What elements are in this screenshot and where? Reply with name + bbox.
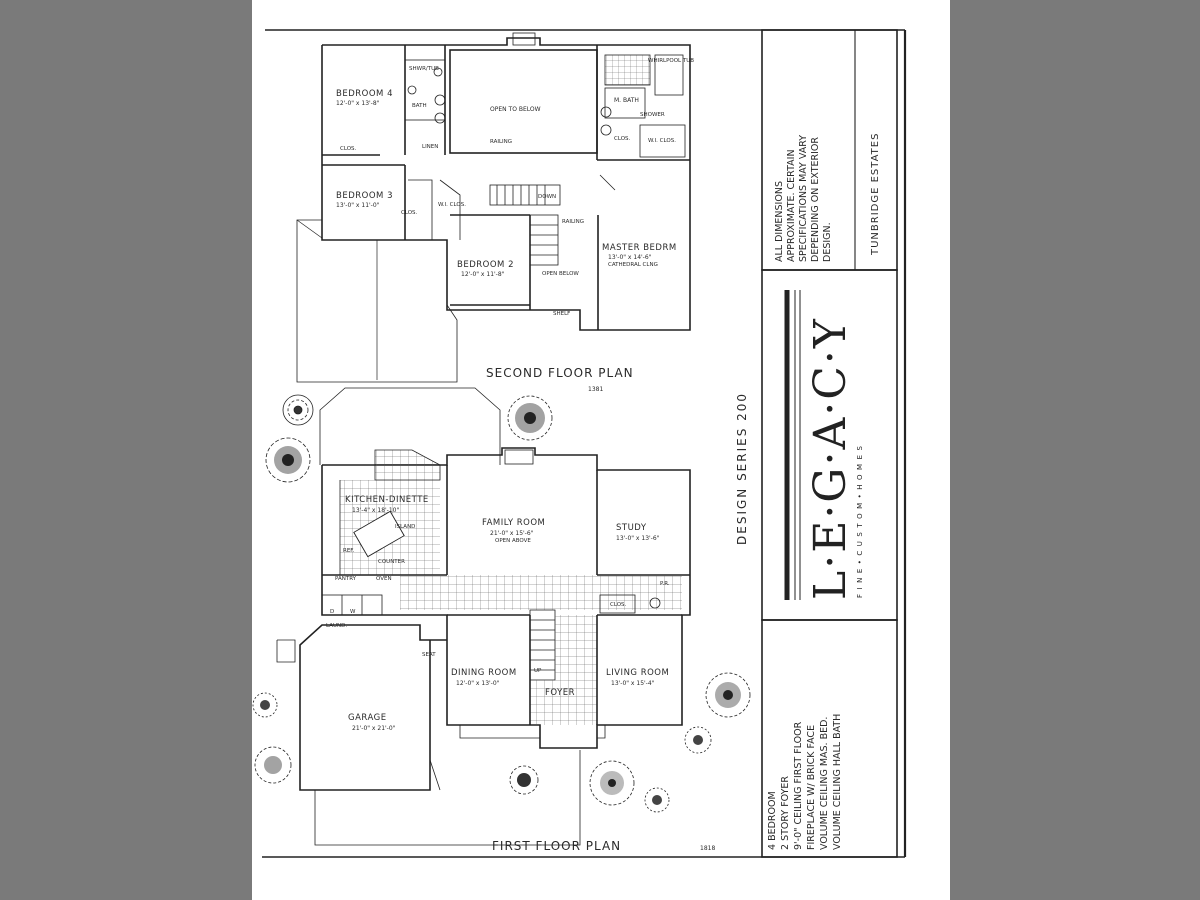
- dryer-label: D: [330, 609, 334, 615]
- tree-2: [265, 437, 311, 483]
- bedroom4-dims: 12'-0" x 13'-8": [336, 100, 380, 107]
- foyer-label: FOYER: [545, 688, 575, 698]
- tree-9: [705, 672, 751, 718]
- feature-line-4: FIREPLACE W/ BRICK FACE: [806, 725, 817, 850]
- disclaimer-notes: ALL DIMENSIONS APPROXIMATE. CERTAIN SPEC…: [774, 135, 833, 262]
- bedroom3-dims: 13'-0" x 11'-0": [336, 202, 380, 209]
- first-floor-labels: KITCHEN-DINETTE 13'-4" x 18'-10" ISLAND …: [326, 495, 719, 853]
- notes-line-2: APPROXIMATE. CERTAIN: [786, 149, 797, 262]
- master-ceiling-note: CATHEDRAL CLNG: [608, 262, 658, 268]
- seat-label: SEAT: [422, 652, 436, 658]
- study-label: STUDY: [616, 523, 647, 533]
- open-to-below-label: OPEN TO BELOW: [490, 106, 541, 113]
- notes-line-5: DESIGN.: [822, 222, 833, 262]
- island-label: ISLAND: [395, 524, 415, 530]
- first-floor-sqft: 1818: [700, 845, 719, 852]
- linen-label: LINEN: [422, 144, 438, 150]
- garage-label: GARAGE: [348, 713, 387, 723]
- logo-tagline: FINE•CUSTOM•HOMES: [856, 442, 864, 598]
- feature-line-5: VOLUME CEILING MAS. BED.: [819, 717, 830, 850]
- feature-line-3: 9'-0" CEILING FIRST FLOOR: [793, 721, 804, 850]
- master-bath-label: M. BATH: [614, 97, 639, 104]
- kitchen-dims: 13'-4" x 18'-10": [352, 507, 399, 514]
- counter-label: COUNTER: [378, 559, 405, 565]
- tree-3: [507, 395, 553, 441]
- second-floor-plan: [296, 32, 691, 383]
- notes-line-4: DEPENDING ON EXTERIOR: [810, 137, 821, 262]
- bedroom2-label: BEDROOM 2: [457, 260, 514, 270]
- dining-room-label: DINING ROOM: [451, 668, 517, 678]
- tree-8: [644, 787, 670, 813]
- railing-label: RAILING: [490, 139, 512, 145]
- second-floor-labels: BEDROOM 4 12'-0" x 13'-8" BATH SHWR/TUB …: [336, 58, 694, 393]
- oven-label: OVEN: [376, 576, 392, 582]
- up-label: UP: [534, 668, 542, 674]
- open-below-label: OPEN BELOW: [542, 271, 579, 277]
- whirlpool-label: WHIRLPOOL TUB: [648, 58, 694, 64]
- tree-5: [254, 746, 292, 784]
- second-floor-title: SECOND FLOOR PLAN: [486, 366, 634, 380]
- design-series-label: DESIGN SERIES 200: [735, 392, 749, 545]
- master-bedroom-dims: 13'-0" x 14'-6": [608, 254, 652, 261]
- living-room-label: LIVING ROOM: [606, 668, 669, 678]
- feature-line-2: 2 STORY FOYER: [780, 776, 791, 850]
- bedroom3-closet-label: CLOS.: [401, 210, 418, 216]
- dining-room-dims: 12'-0" x 13'-0": [456, 680, 500, 687]
- first-floor-plan: [276, 387, 691, 846]
- notes-line-1: ALL DIMENSIONS: [774, 181, 785, 262]
- sheet-frame: [262, 29, 907, 858]
- first-floor-closet-label: CLOS.: [610, 602, 627, 608]
- bedroom3-wic-label: W.I. CLOS.: [438, 202, 466, 208]
- study-dims: 13'-0" x 13'-6": [616, 535, 660, 542]
- design-series: DESIGN SERIES 200: [735, 392, 749, 545]
- first-floor-title: FIRST FLOOR PLAN: [492, 839, 621, 853]
- family-room-label: FAMILY ROOM: [482, 518, 545, 528]
- feature-list: 4 BEDROOM 2 STORY FOYER 9'-0" CEILING FI…: [767, 714, 843, 850]
- laundry-label: LAUND.: [326, 623, 347, 629]
- railing2-label: RAILING: [562, 219, 584, 225]
- shelf-label: SHELF: [553, 311, 570, 317]
- family-room-dims: 21'-0" x 15'-6": [490, 530, 534, 537]
- feature-line-6: VOLUME CEILING HALL BATH: [832, 714, 843, 850]
- pantry-label: PANTRY: [335, 576, 357, 582]
- bedroom3-label: BEDROOM 3: [336, 191, 393, 201]
- logo-wordmark: L·E·G·A·C·Y: [805, 317, 856, 600]
- bedroom2-dims: 12'-0" x 11'-8": [461, 271, 505, 278]
- powder-room-label: P.R.: [660, 581, 670, 587]
- shower-tub-label: SHWR/TUB: [409, 66, 439, 72]
- tree-7: [589, 760, 635, 806]
- legacy-logo: L·E·G·A·C·Y FINE•CUSTOM•HOMES: [784, 290, 864, 600]
- master-closet-label: CLOS.: [614, 136, 631, 142]
- plan-sheet: [252, 0, 950, 900]
- second-floor-sqft: 1381: [588, 386, 607, 393]
- kitchen-label: KITCHEN-DINETTE: [345, 495, 429, 505]
- master-wic-label: W.I. CLOS.: [648, 138, 676, 144]
- landscape-trees: [252, 394, 751, 813]
- garage-dims: 21'-0" x 21'-0": [352, 725, 396, 732]
- ref-label: REF.: [343, 548, 355, 554]
- bedroom4-label: BEDROOM 4: [336, 89, 393, 99]
- living-room-dims: 13'-0" x 15'-4": [611, 680, 655, 687]
- bath-label: BATH: [412, 103, 427, 109]
- feature-line-1: 4 BEDROOM: [767, 791, 778, 850]
- washer-label: W: [350, 609, 356, 615]
- bedroom4-closet-label: CLOS.: [340, 146, 357, 152]
- master-bedroom-label: MASTER BEDRM: [602, 243, 677, 253]
- tree-10: [684, 726, 712, 754]
- family-room-note: OPEN ABOVE: [495, 538, 531, 544]
- down-label: DOWN: [538, 194, 556, 200]
- tree-1: [282, 394, 314, 426]
- tree-4: [252, 692, 278, 718]
- subdivision-name: TUNBRIDGE ESTATES: [870, 133, 881, 256]
- subdivision-label: TUNBRIDGE ESTATES: [870, 133, 881, 256]
- notes-line-3: SPECIFICATIONS MAY VARY: [798, 135, 809, 262]
- shower-label: SHOWER: [640, 112, 665, 118]
- tree-6: [509, 765, 539, 795]
